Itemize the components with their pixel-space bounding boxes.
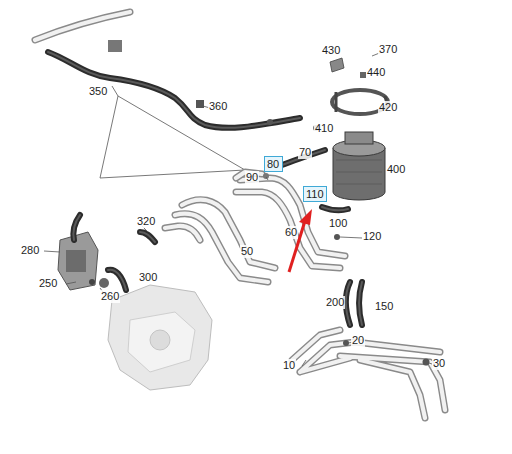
callout-number: 70	[298, 146, 312, 159]
callout-number: 30	[432, 357, 446, 370]
callout-number: 440	[366, 66, 386, 79]
callout-number: 260	[100, 290, 120, 303]
callout-box: 80	[264, 156, 283, 172]
callout-number: 410	[314, 122, 334, 135]
callout-number: 200	[325, 296, 345, 309]
callout-number: 110	[306, 188, 324, 201]
callout-number: 370	[378, 43, 398, 56]
callout-number: 120	[362, 230, 382, 243]
callout-number: 50	[240, 245, 254, 258]
callout-number: 250	[38, 277, 58, 290]
callout-number: 90	[245, 171, 259, 184]
callout-number: 280	[20, 244, 40, 257]
callout-number: 320	[136, 215, 156, 228]
callout-number: 420	[378, 101, 398, 114]
callout-number: 10	[282, 359, 296, 372]
callout-number: 300	[138, 271, 158, 284]
callout-number: 400	[386, 163, 406, 176]
callout-number: 360	[208, 100, 228, 113]
callout-number: 430	[321, 44, 341, 57]
callout-number: 60	[284, 226, 298, 239]
callout-box: 110	[303, 186, 327, 202]
callout-number: 100	[328, 217, 348, 230]
callout-number: 20	[351, 334, 365, 347]
callout-number: 80	[267, 158, 280, 171]
callout-number: 150	[374, 300, 394, 313]
callout-number: 350	[88, 85, 108, 98]
